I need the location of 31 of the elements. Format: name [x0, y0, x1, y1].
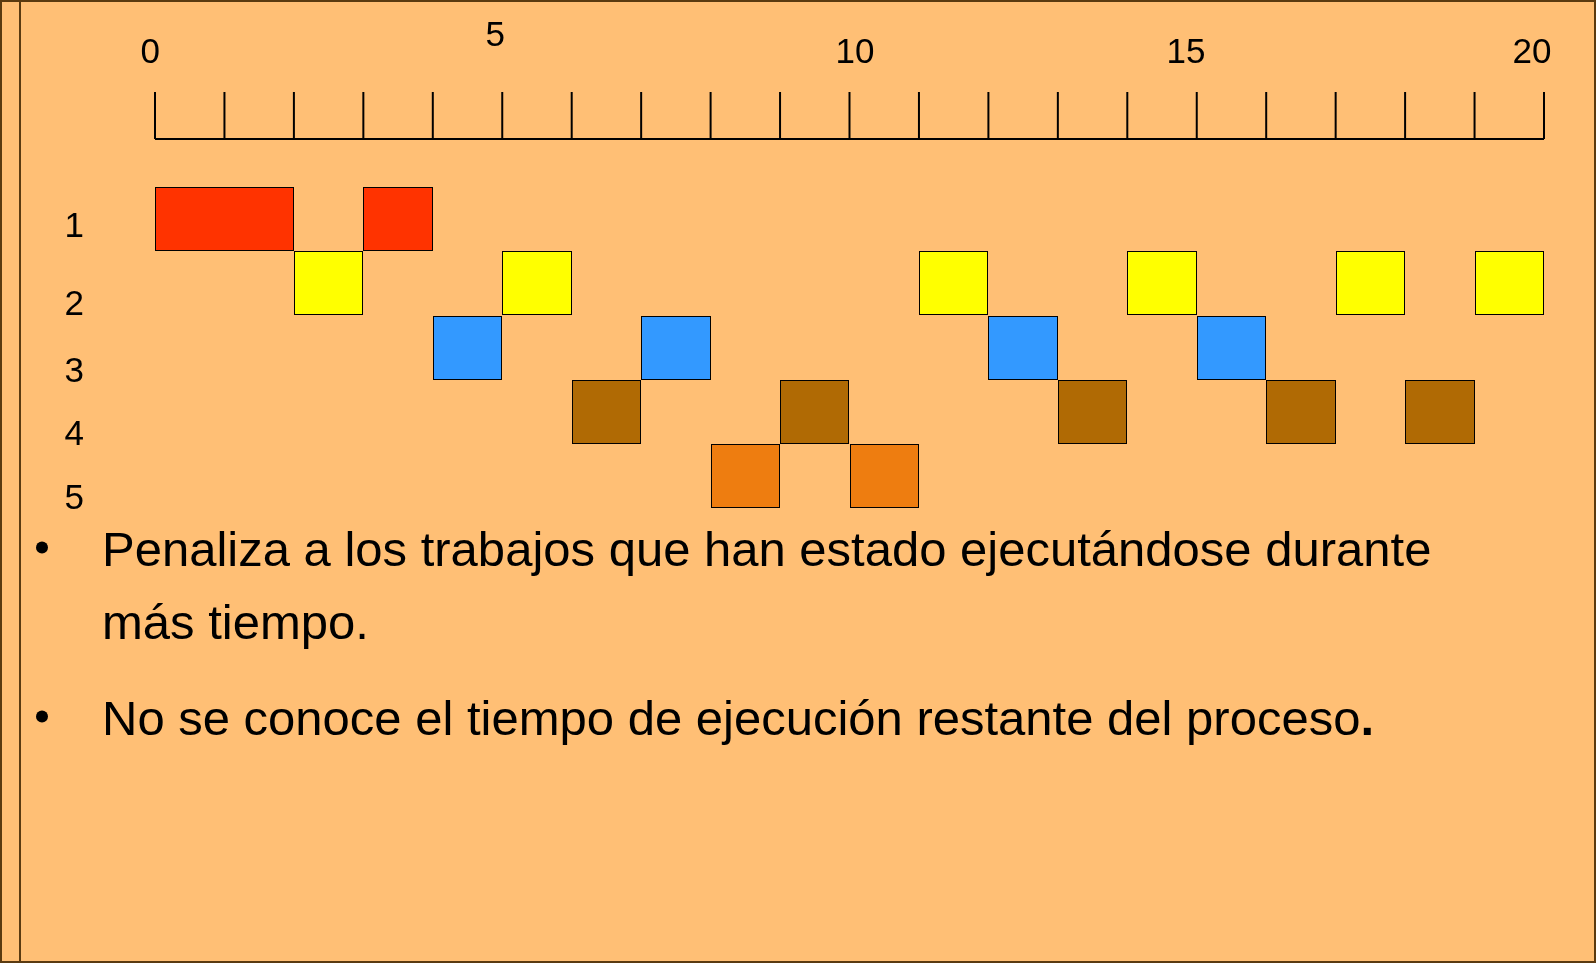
row-label: 2: [64, 283, 84, 323]
time-slot-bar: [918, 251, 989, 315]
time-slot-bar: [1474, 251, 1544, 315]
tick-label: 0: [140, 31, 160, 71]
time-slot-bar: [363, 187, 433, 251]
row-label: 3: [64, 350, 84, 390]
time-slot-bar: [780, 380, 850, 444]
time-slot-bar: [1127, 251, 1197, 315]
time-slot-bar: [1057, 380, 1128, 444]
time-slot-bar: [641, 316, 711, 380]
bullet-text: No se conoce el tiempo de ejecución restante del proceso.: [102, 690, 1376, 747]
time-slot-bar: [155, 187, 294, 251]
time-slot-bar: [849, 444, 919, 508]
time-slot-bar: [1196, 316, 1267, 380]
row-label: 1: [64, 205, 84, 245]
time-slot-bar: [710, 444, 781, 508]
time-slot-bar: [432, 316, 503, 380]
time-slot-bar: [502, 251, 572, 315]
time-slot-bar: [571, 380, 642, 444]
row-label: 5: [64, 477, 84, 517]
time-slot-bar: [293, 251, 364, 315]
bullet-text: Penaliza a los trabajos que han estado ejecutándose durante más tiempo.: [102, 521, 1433, 651]
tick-label: 15: [1166, 31, 1206, 71]
time-slot-bar: [1335, 251, 1406, 315]
row-label: 4: [64, 413, 84, 453]
time-slot-bar: [1266, 380, 1336, 444]
tick-label: 5: [485, 14, 505, 54]
tick-label: 20: [1512, 31, 1552, 71]
time-slot-bar: [1405, 380, 1475, 444]
time-slot-bar: [988, 316, 1058, 380]
tick-label: 10: [835, 31, 875, 71]
